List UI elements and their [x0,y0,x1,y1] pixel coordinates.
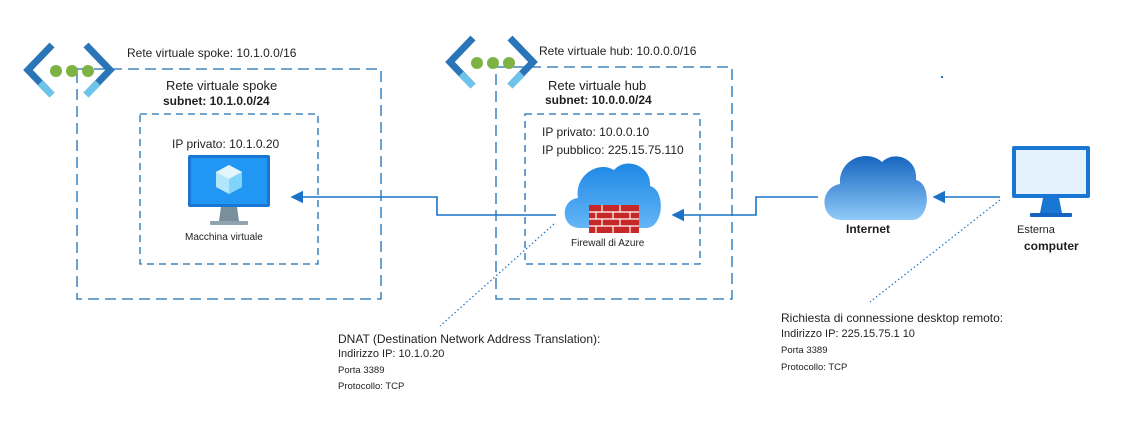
virtual-machine-icon [188,155,270,225]
dnat-ip: Indirizzo IP: 10.1.0.20 [338,348,445,360]
vnet-icon [23,42,115,98]
firewall-label: Firewall di Azure [571,238,645,249]
dnat-protocol: Protocollo: TCP [338,381,405,392]
firewall-icon [564,163,661,233]
external-computer-label-line2: computer [1024,239,1079,253]
hub-vnet-header-label: Rete virtuale hub: 10.0.0.0/16 [539,44,697,58]
vnet-icon [445,35,538,89]
spoke-vnet-boundary [76,68,382,300]
spoke-vnet-header-label: Rete virtuale spoke: 10.1.0.0/16 [127,46,297,60]
hub-private-ip: IP privato: 10.0.0.10 [542,125,650,139]
hub-subnet-label: subnet: 10.0.0.0/24 [545,93,652,107]
arrow-firewall-to-vm [290,190,556,216]
virtual-machine-label: Macchina virtuale [185,232,263,243]
hub-public-ip: IP pubblico: 225.15.75.110 [542,143,684,157]
stray-mark [941,76,943,78]
spoke-subnet-label: subnet: 10.1.0.0/24 [163,94,270,108]
dnat-callout-line [439,223,555,327]
internet-label: Internet [846,222,891,236]
dnat-title: DNAT (Destination Network Address Transl… [338,332,601,346]
rdp-request-title: Richiesta di connessione desktop remoto: [781,311,1004,325]
spoke-private-ip: IP privato: 10.1.0.20 [172,137,280,151]
dnat-port: Porta 3389 [338,365,385,376]
internet-cloud-icon [824,156,927,220]
rdp-request-ip: Indirizzo IP: 225.15.75.1 10 [781,328,915,340]
rdp-request-port: Porta 3389 [781,345,828,356]
arrow-internet-to-firewall [671,196,818,222]
external-computer-label-line1: Esterna [1017,224,1055,236]
hub-vnet-boundary [495,66,733,300]
spoke-subnet-boundary [139,113,319,265]
monitor-icon [1012,146,1090,217]
hub-vnet-title: Rete virtuale hub [548,78,647,93]
spoke-vnet-title: Rete virtuale spoke [166,78,278,93]
hub-subnet-boundary [524,113,701,265]
rdp-request-protocol: Protocollo: TCP [781,362,848,373]
